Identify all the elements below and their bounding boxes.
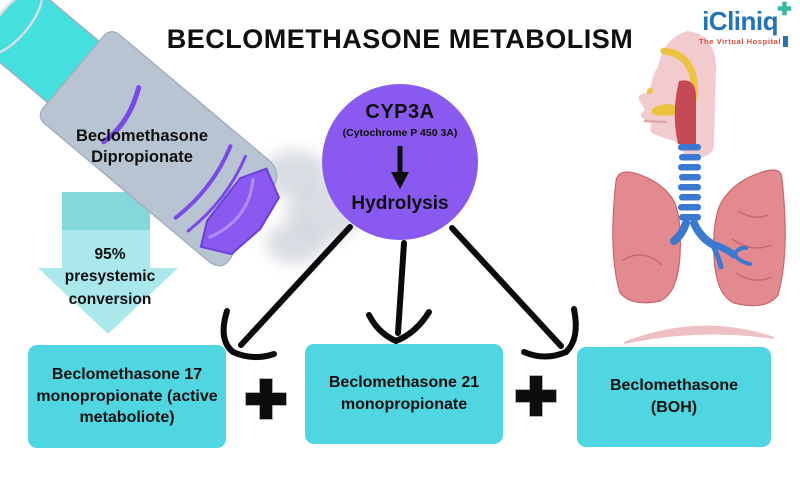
inhaler-label: Beclomethasone Dipropionate <box>75 127 209 166</box>
conversion-arrow-text: 95% presystemic conversion <box>40 244 180 311</box>
product-box-beclomethasone-17: Beclomethasone 17 monopropionate (active… <box>28 345 226 448</box>
page-title: BECLOMETHASONE METABOLISM <box>166 24 634 54</box>
presystemic-conversion-arrow <box>38 192 178 334</box>
brand-logo: iCliniq The Virtual Hospital <box>668 1 792 47</box>
enzyme-circle: CYP3A (Cytochrome P 450 3A) Hydrolysis <box>322 84 478 240</box>
medical-plus-icon <box>777 1 792 16</box>
arrow-down-icon <box>391 146 409 189</box>
brand-tagline: The Virtual Hospital <box>668 36 788 47</box>
flow-arrow-middle <box>366 240 432 344</box>
product-label: Beclomethasone 17 monopropionate (active… <box>36 366 218 427</box>
product-label: Beclomethasone (BOH) <box>609 377 739 416</box>
enzyme-process: Hydrolysis <box>351 193 449 214</box>
enzyme-name: CYP3A <box>365 101 435 123</box>
logo-q-descender <box>783 36 788 47</box>
product-box-beclomethasone-21: Beclomethasone 21 monopropionate <box>305 344 503 444</box>
product-box-beclomethasone-boh: Beclomethasone (BOH) <box>577 347 771 447</box>
plus-icon <box>245 378 287 420</box>
product-label: Beclomethasone 21 monopropionate <box>328 374 480 413</box>
conversion-line-1: 95% <box>94 246 126 263</box>
brand-name: iCliniq <box>702 6 778 36</box>
enzyme-full-name: (Cytochrome P 450 3A) <box>342 127 458 139</box>
respiratory-tract-illustration <box>612 31 786 344</box>
inhaler-illustration <box>0 0 281 267</box>
conversion-line-3: conversion <box>68 290 152 308</box>
plus-icon <box>515 375 557 417</box>
flow-arrow-right <box>449 225 579 360</box>
conversion-line-2: presystemic <box>64 268 156 286</box>
